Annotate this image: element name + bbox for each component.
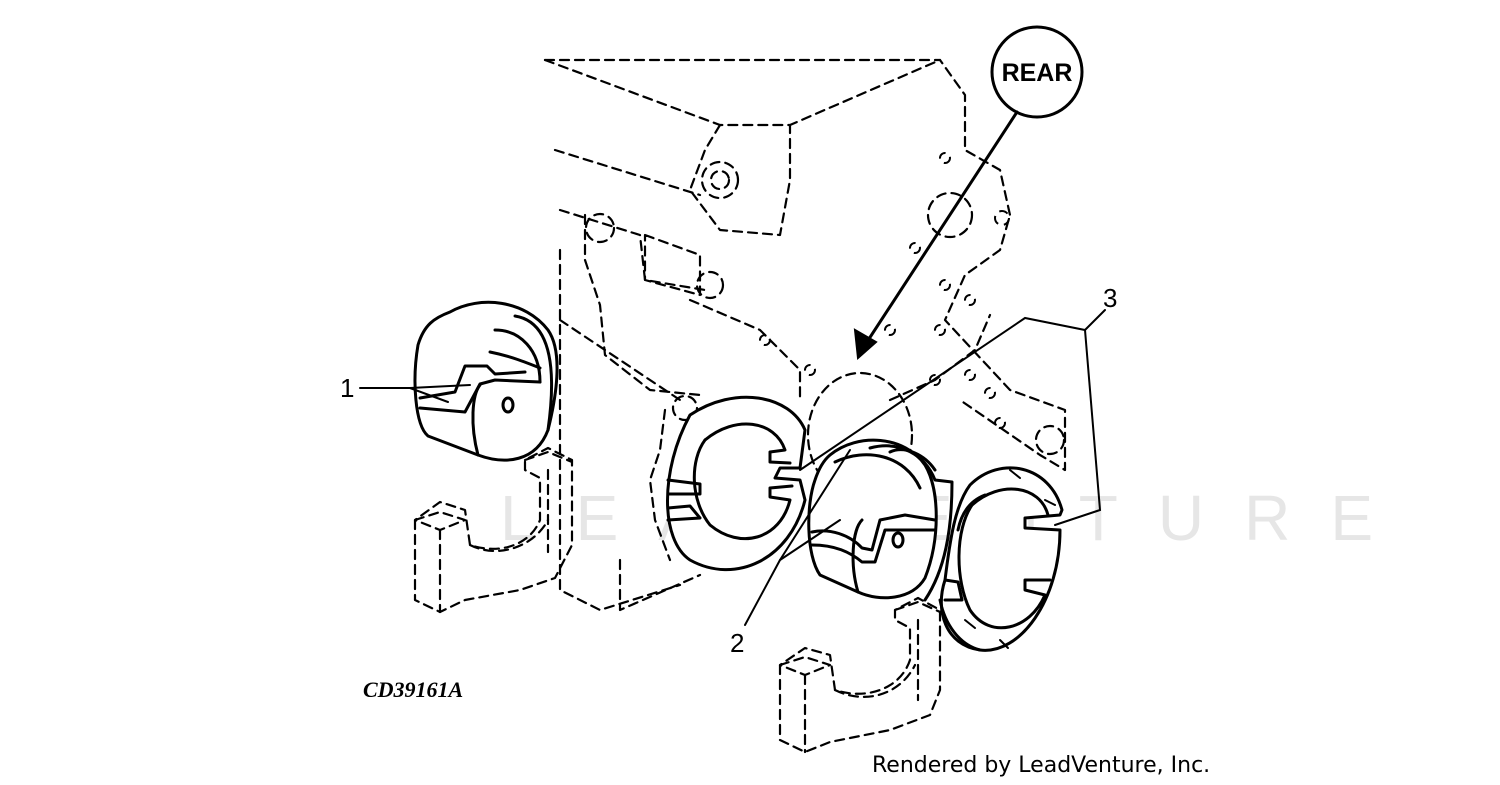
thrust-washer-front: [666, 395, 807, 572]
main-bearing-shell-1: [413, 300, 559, 462]
rear-badge: [990, 25, 1084, 119]
thrust-washer-rear: [938, 466, 1064, 652]
bearing-cap-right: [778, 596, 942, 754]
rear-arrow-head: [853, 328, 878, 361]
credit-text: Rendered by LeadVenture, Inc.: [872, 753, 1210, 778]
callout-1: 1: [340, 373, 354, 403]
callout-3: 3: [1103, 283, 1117, 313]
figure-id: CD39161A: [363, 677, 463, 702]
bearing-cap-left: [413, 446, 574, 614]
flanged-thrust-bearing: [807, 438, 954, 602]
rear-direction-indicator: REAR: [853, 25, 1084, 361]
rear-label: REAR: [1002, 59, 1073, 87]
callout-2: 2: [730, 628, 744, 658]
callout-leaders: [359, 309, 1106, 626]
